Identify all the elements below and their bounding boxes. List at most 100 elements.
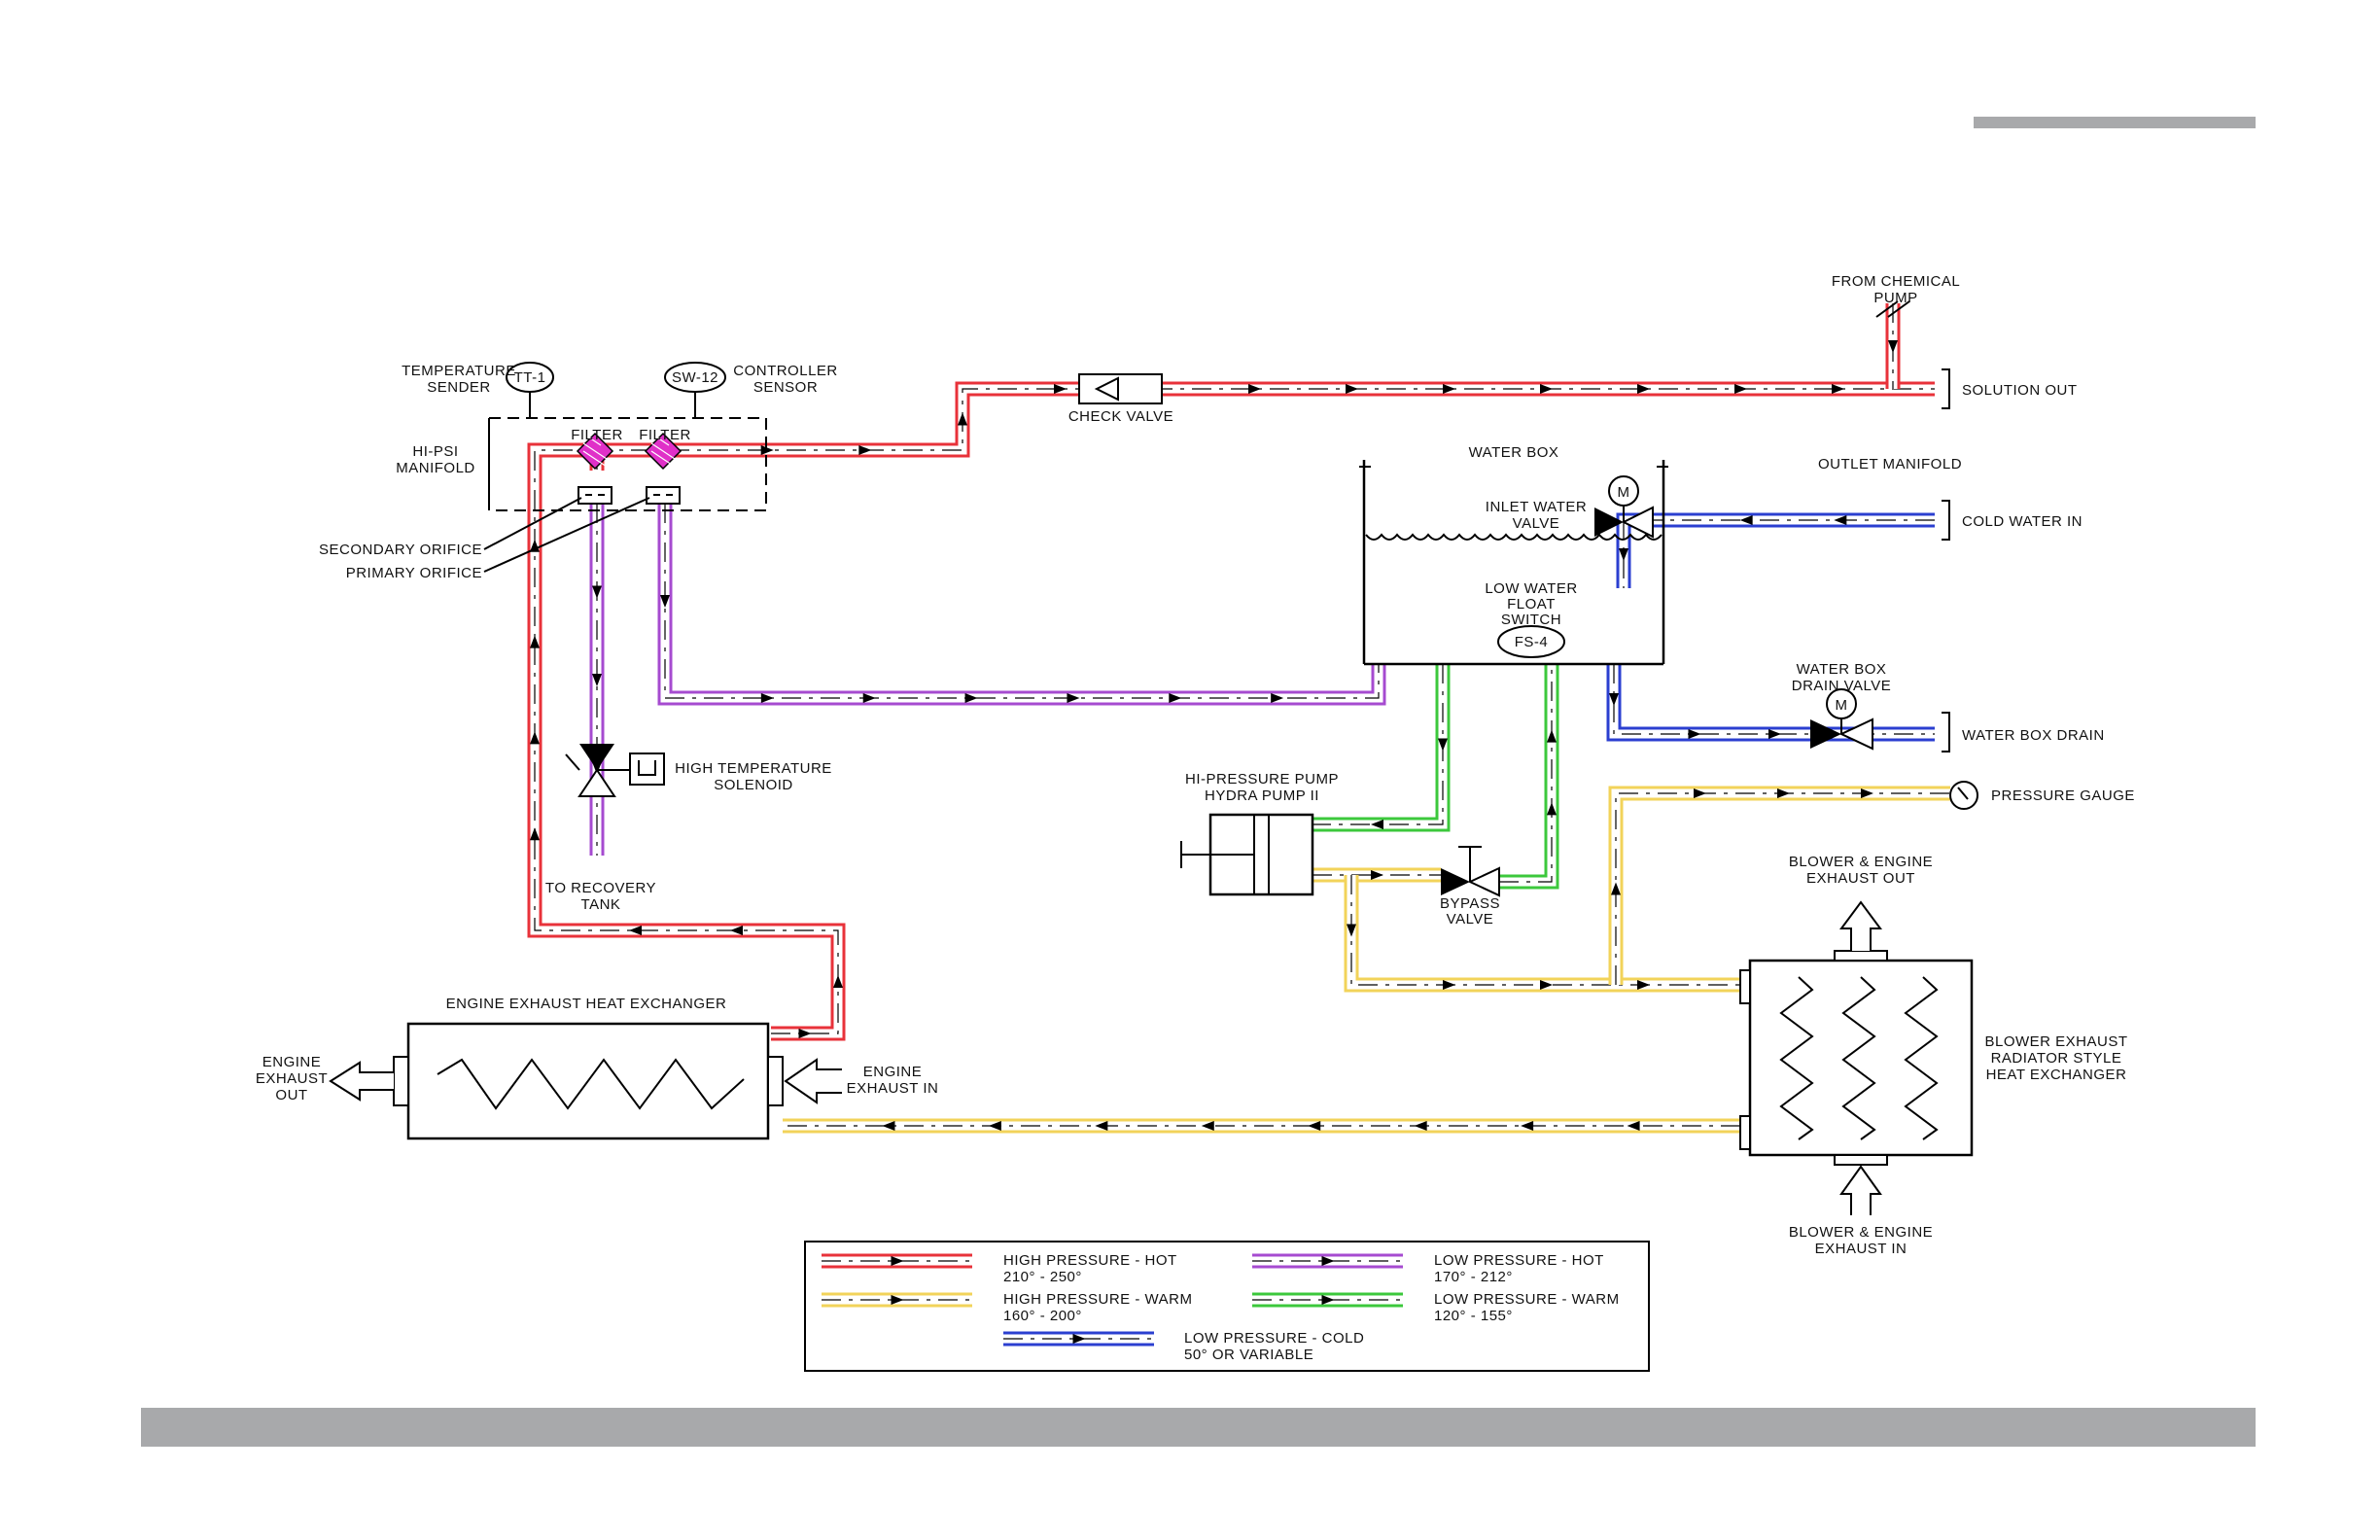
legend-lp-cold-range: 50° OR VARIABLE — [1184, 1347, 1313, 1363]
pipe-lp-warm-supply-to-pump — [1312, 664, 1451, 832]
blower-exhaust-out-arrow — [1839, 900, 1882, 951]
label-water-box: WATER BOX — [1469, 444, 1559, 461]
label-controller-sensor: SENSOR — [753, 379, 818, 396]
footer-bar — [141, 1408, 2256, 1447]
label-solution-out: SOLUTION OUT — [1962, 382, 2078, 399]
label-fs4: FS-4 — [1515, 634, 1549, 650]
label-engine-exhaust-heat-exchanger: ENGINE EXHAUST HEAT EXCHANGER — [446, 996, 727, 1012]
pipe-hp-warm-pump-to-bypass — [1312, 867, 1441, 883]
label-engine-exhaust-in: EXHAUST IN — [847, 1080, 939, 1097]
legend-lp-hot-label: LOW PRESSURE - HOT — [1434, 1252, 1604, 1269]
blower-exhaust-in-arrow — [1839, 1165, 1882, 1215]
chemical-pump-break-mark — [1875, 300, 1910, 318]
label-blower-engine-exhaust-out: EXHAUST OUT — [1806, 870, 1915, 887]
legend-swatch-lp-warm — [1252, 1292, 1403, 1308]
check-valve — [1078, 373, 1163, 404]
hi-psi-manifold — [488, 417, 767, 511]
label-blower-engine-exhaust-in: BLOWER & ENGINE — [1789, 1224, 1933, 1241]
label-filter: FILTER — [571, 427, 623, 443]
label-blower-exhaust-heat-exchanger: HEAT EXCHANGER — [1986, 1067, 2127, 1083]
legend-lp-warm-label: LOW PRESSURE - WARM — [1434, 1291, 1620, 1308]
legend-hp-warm-range: 160° - 200° — [1003, 1308, 1082, 1324]
temperature-sender — [506, 362, 554, 418]
label-blower-engine-exhaust-out: BLOWER & ENGINE — [1789, 854, 1933, 870]
label-filter: FILTER — [639, 427, 691, 443]
label-low-water-float-switch: SWITCH — [1501, 612, 1561, 628]
label-layer: TEMPERATURE SENDER TT-1 SW-12 CONTROLLER… — [256, 273, 2135, 1257]
water-box-drain-valve — [1810, 688, 1873, 751]
label-hi-pressure-pump: HYDRA PUMP II — [1205, 788, 1319, 804]
hi-pressure-pump — [1180, 813, 1314, 896]
label-bypass-valve: VALVE — [1447, 911, 1494, 928]
pipe-end-caps — [1942, 368, 1950, 752]
pressure-gauge — [1949, 781, 1978, 810]
legend-hp-warm-label: HIGH PRESSURE - WARM — [1003, 1291, 1192, 1308]
pipe-hp-warm-blower-to-engine-hx — [783, 1118, 1740, 1134]
pipe-hp-hot-loop — [527, 381, 1935, 1041]
label-high-temperature-solenoid: HIGH TEMPERATURE — [675, 760, 832, 777]
label-engine-exhaust-out: ENGINE — [262, 1054, 322, 1070]
label-water-box-drain-valve: WATER BOX — [1797, 661, 1887, 678]
label-inlet-water-valve: VALVE — [1513, 515, 1560, 532]
label-blower-exhaust-heat-exchanger: BLOWER EXHAUST — [1984, 1033, 2127, 1050]
float-switch-fs4 — [1497, 625, 1565, 658]
label-water-box-drain-valve: DRAIN VALVE — [1792, 678, 1891, 694]
label-inlet-water-valve: INLET WATER — [1486, 499, 1587, 515]
engine-exhaust-heat-exchanger — [393, 1022, 784, 1140]
label-cold-water-in: COLD WATER IN — [1962, 513, 2082, 530]
pipe-lp-warm-bypass-return — [1499, 664, 1559, 890]
secondary-orifice — [578, 486, 612, 505]
header-bar — [1974, 117, 2256, 128]
legend-hp-hot-label: HIGH PRESSURE - HOT — [1003, 1252, 1177, 1269]
label-to-recovery-tank: TO RECOVERY — [545, 880, 656, 896]
pipe-lp-cold-inlet — [1616, 512, 1935, 588]
legend-swatch-hp-warm — [822, 1292, 972, 1308]
pipe-hp-warm-pump-to-blower-hx — [1344, 875, 1740, 993]
pipe-lp-hot-secondary-to-recovery — [589, 504, 605, 856]
label-low-water-float-switch: LOW WATER — [1485, 580, 1577, 597]
controller-sensor — [664, 362, 726, 418]
label-hi-pressure-pump: HI-PRESSURE PUMP — [1185, 771, 1339, 788]
legend-swatch-hp-hot — [822, 1253, 972, 1269]
label-tt1: TT-1 — [514, 369, 546, 386]
legend-swatch-lp-hot — [1252, 1253, 1403, 1269]
label-sw12: SW-12 — [672, 369, 718, 386]
high-temperature-solenoid — [565, 744, 665, 797]
label-from-chemical-pump: PUMP — [1873, 290, 1917, 306]
legend-swatch-lp-cold — [1003, 1331, 1154, 1347]
bypass-valve — [1441, 846, 1500, 897]
label-controller-sensor: CONTROLLER — [733, 363, 838, 379]
label-low-water-float-switch: FLOAT — [1507, 596, 1556, 612]
label-engine-exhaust-in: ENGINE — [863, 1064, 923, 1080]
label-outlet-manifold: OUTLET MANIFOLD — [1818, 456, 1962, 472]
label-pressure-gauge: PRESSURE GAUGE — [1991, 788, 2135, 804]
label-high-temperature-solenoid: SOLENOID — [714, 777, 793, 793]
label-temperature-sender: SENDER — [427, 379, 491, 396]
filter-primary — [644, 432, 682, 471]
pipe-network — [527, 303, 1950, 1134]
primary-orifice-leader — [483, 497, 650, 573]
label-engine-exhaust-out: OUT — [275, 1087, 307, 1103]
water-box — [1359, 460, 1668, 666]
legend-lp-hot-range: 170° - 212° — [1434, 1269, 1513, 1285]
pipe-hp-hot-chemical-inlet — [1885, 303, 1901, 389]
engine-exhaust-out-arrow — [329, 1061, 394, 1102]
label-bypass-valve: BYPASS — [1440, 895, 1500, 912]
label-temperature-sender: TEMPERATURE — [402, 363, 516, 379]
secondary-orifice-leader — [483, 497, 582, 550]
label-from-chemical-pump: FROM CHEMICAL — [1832, 273, 1960, 290]
label-to-recovery-tank: TANK — [581, 896, 621, 913]
blower-exhaust-heat-exchanger — [1739, 950, 1974, 1166]
legend-hp-hot-range: 210° - 250° — [1003, 1269, 1082, 1285]
pipe-lp-hot-primary-to-waterbox — [657, 504, 1386, 706]
label-hi-psi-manifold: MANIFOLD — [396, 460, 475, 476]
primary-orifice — [646, 486, 681, 505]
label-check-valve: CHECK VALVE — [1068, 408, 1173, 425]
label-blower-engine-exhaust-in: EXHAUST IN — [1815, 1241, 1908, 1257]
label-motor: M — [1618, 484, 1630, 501]
inlet-water-valve — [1594, 475, 1654, 539]
legend-lp-cold-label: LOW PRESSURE - COLD — [1184, 1330, 1364, 1347]
label-secondary-orifice: SECONDARY ORIFICE — [319, 542, 482, 558]
label-primary-orifice: PRIMARY ORIFICE — [346, 565, 482, 581]
